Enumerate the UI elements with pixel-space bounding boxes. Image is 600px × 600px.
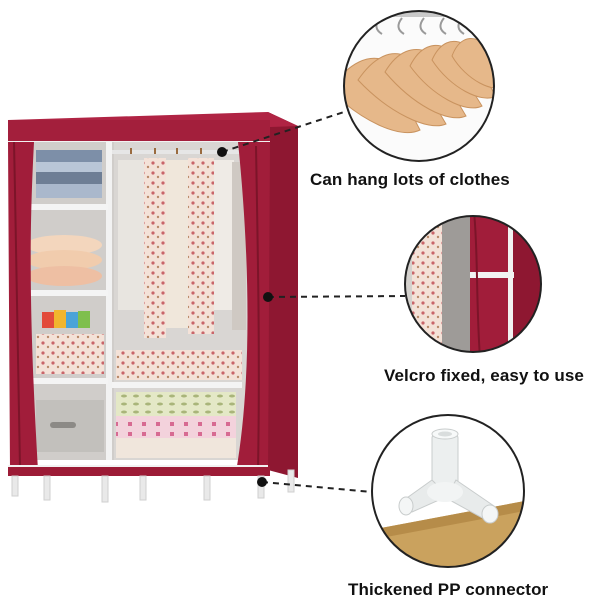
callout-lines xyxy=(221,109,406,493)
velcro-strap-closeup-icon xyxy=(404,215,542,353)
callout-label-connector: Thickened PP connector xyxy=(348,580,549,599)
right-curtain xyxy=(236,142,270,472)
callout-label-hanging: Can hang lots of clothes xyxy=(310,170,510,189)
hanging-clothes xyxy=(118,148,246,338)
callout-dots xyxy=(217,147,273,487)
hangers-closeup-icon xyxy=(343,10,495,162)
wardrobe xyxy=(8,112,298,503)
wardrobe-top-valance xyxy=(8,120,270,142)
wardrobe-side-panel xyxy=(268,112,298,478)
callout-label-velcro: Velcro fixed, easy to use xyxy=(384,366,584,385)
pp-connector-closeup-icon xyxy=(371,414,525,568)
